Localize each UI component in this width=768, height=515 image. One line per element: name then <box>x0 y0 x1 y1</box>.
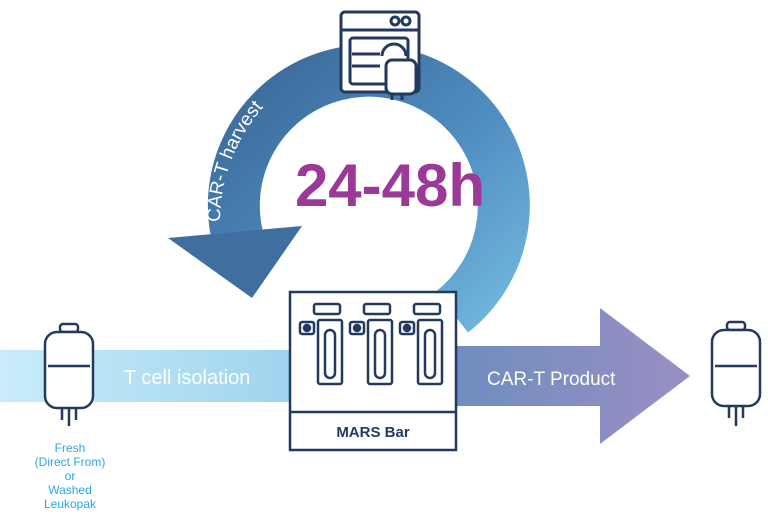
isolation-label: T cell isolation <box>124 367 250 389</box>
source-line: or <box>65 469 76 483</box>
blood-bag-icon <box>710 320 762 426</box>
source-line: (Direct From) <box>35 455 106 469</box>
mars-bar-device <box>288 290 458 452</box>
source-line: Washed <box>48 483 92 497</box>
product-arrow <box>455 308 690 444</box>
incubator-icon <box>339 10 421 100</box>
cycle-arrowhead <box>168 226 302 298</box>
device-name: MARS Bar <box>336 424 410 441</box>
source-text: Fresh (Direct From) or Washed Leukopak <box>35 441 106 511</box>
duration-label: 24-48h <box>295 152 485 219</box>
source-line: Leukopak <box>44 497 97 511</box>
product-label: CAR-T Product <box>487 369 616 390</box>
blood-bag-icon <box>43 322 95 426</box>
source-line: Fresh <box>55 441 86 455</box>
